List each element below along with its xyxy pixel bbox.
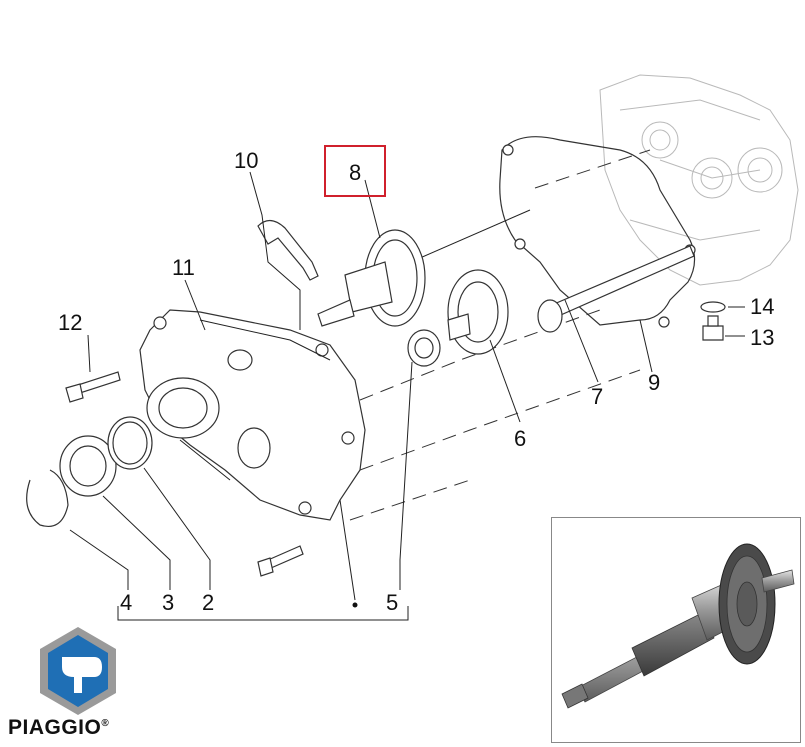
label-13: 13 bbox=[750, 325, 774, 350]
label-10: 10 bbox=[234, 148, 258, 173]
transmission-cover-part-11 bbox=[139, 309, 366, 521]
piaggio-shield-icon bbox=[40, 627, 116, 715]
gear-shaft-photo bbox=[561, 543, 795, 709]
label-3: 3 bbox=[162, 590, 174, 615]
label-12: 12 bbox=[58, 310, 82, 335]
breather-hose-part-10 bbox=[257, 219, 319, 281]
bearing-part-3 bbox=[59, 435, 117, 497]
highlight-box bbox=[324, 145, 386, 197]
label-7: 7 bbox=[591, 384, 603, 409]
label-5: 5 bbox=[386, 590, 398, 615]
label-14: 14 bbox=[750, 294, 774, 319]
label-8: 8 bbox=[349, 160, 361, 185]
gear-part-6 bbox=[447, 269, 509, 355]
bearing-part-5 bbox=[407, 329, 441, 367]
circlip-part-4 bbox=[26, 469, 69, 527]
bolt-part-12 bbox=[65, 371, 121, 403]
drain-plug-part-13 bbox=[702, 315, 724, 341]
label-6: 6 bbox=[514, 426, 526, 451]
output-shaft-part-7 bbox=[537, 245, 695, 333]
bolt-lower bbox=[257, 545, 304, 577]
gear-shaft-part-8 bbox=[317, 229, 426, 327]
label-9: 9 bbox=[648, 370, 660, 395]
crankcase-outline bbox=[599, 74, 799, 286]
product-photo-frame bbox=[551, 517, 801, 743]
label-11: 11 bbox=[172, 255, 195, 280]
brand-name: PIAGGIO bbox=[8, 716, 102, 739]
gasket-part-9 bbox=[499, 136, 696, 328]
washer-part-14 bbox=[700, 301, 726, 313]
brand-wordmark: PIAGGIO® bbox=[8, 716, 109, 740]
label-4: 4 bbox=[120, 590, 132, 615]
brand-registered-mark: ® bbox=[101, 718, 110, 729]
label-2: 2 bbox=[202, 590, 214, 615]
oil-seal-part-2 bbox=[107, 416, 153, 470]
